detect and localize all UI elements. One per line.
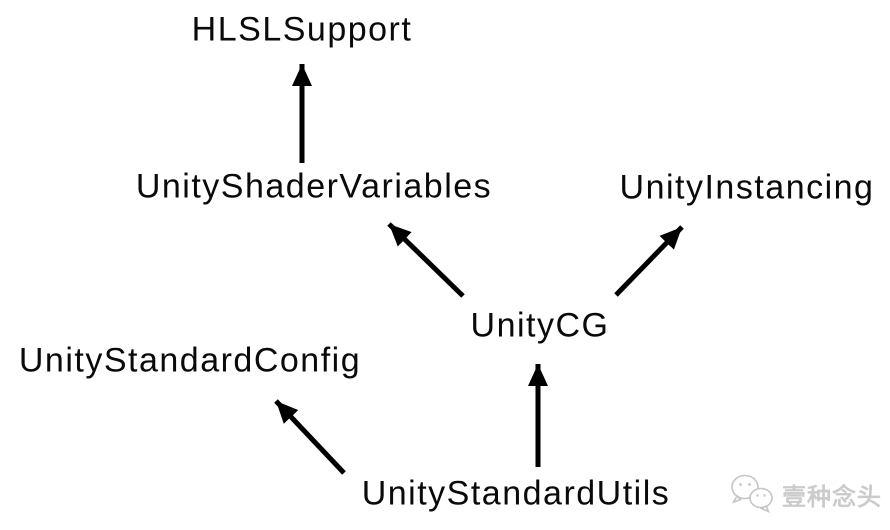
wechat-icon — [731, 474, 773, 514]
watermark: 壹种念头 — [728, 472, 882, 516]
diagram-node-unity-cg: UnityCG — [470, 306, 610, 345]
diagram-node-unity-standard-utils: UnityStandardUtils — [361, 474, 671, 513]
watermark-text: 壹种念头 — [782, 483, 882, 511]
diagram-node-unity-shader-variables: UnityShaderVariables — [135, 167, 493, 206]
diagram-node-hlsl-support: HLSLSupport — [191, 10, 413, 49]
diagram-node-unity-instancing: UnityInstancing — [619, 168, 875, 207]
diagram-node-unity-standard-config: UnityStandardConfig — [18, 341, 362, 380]
